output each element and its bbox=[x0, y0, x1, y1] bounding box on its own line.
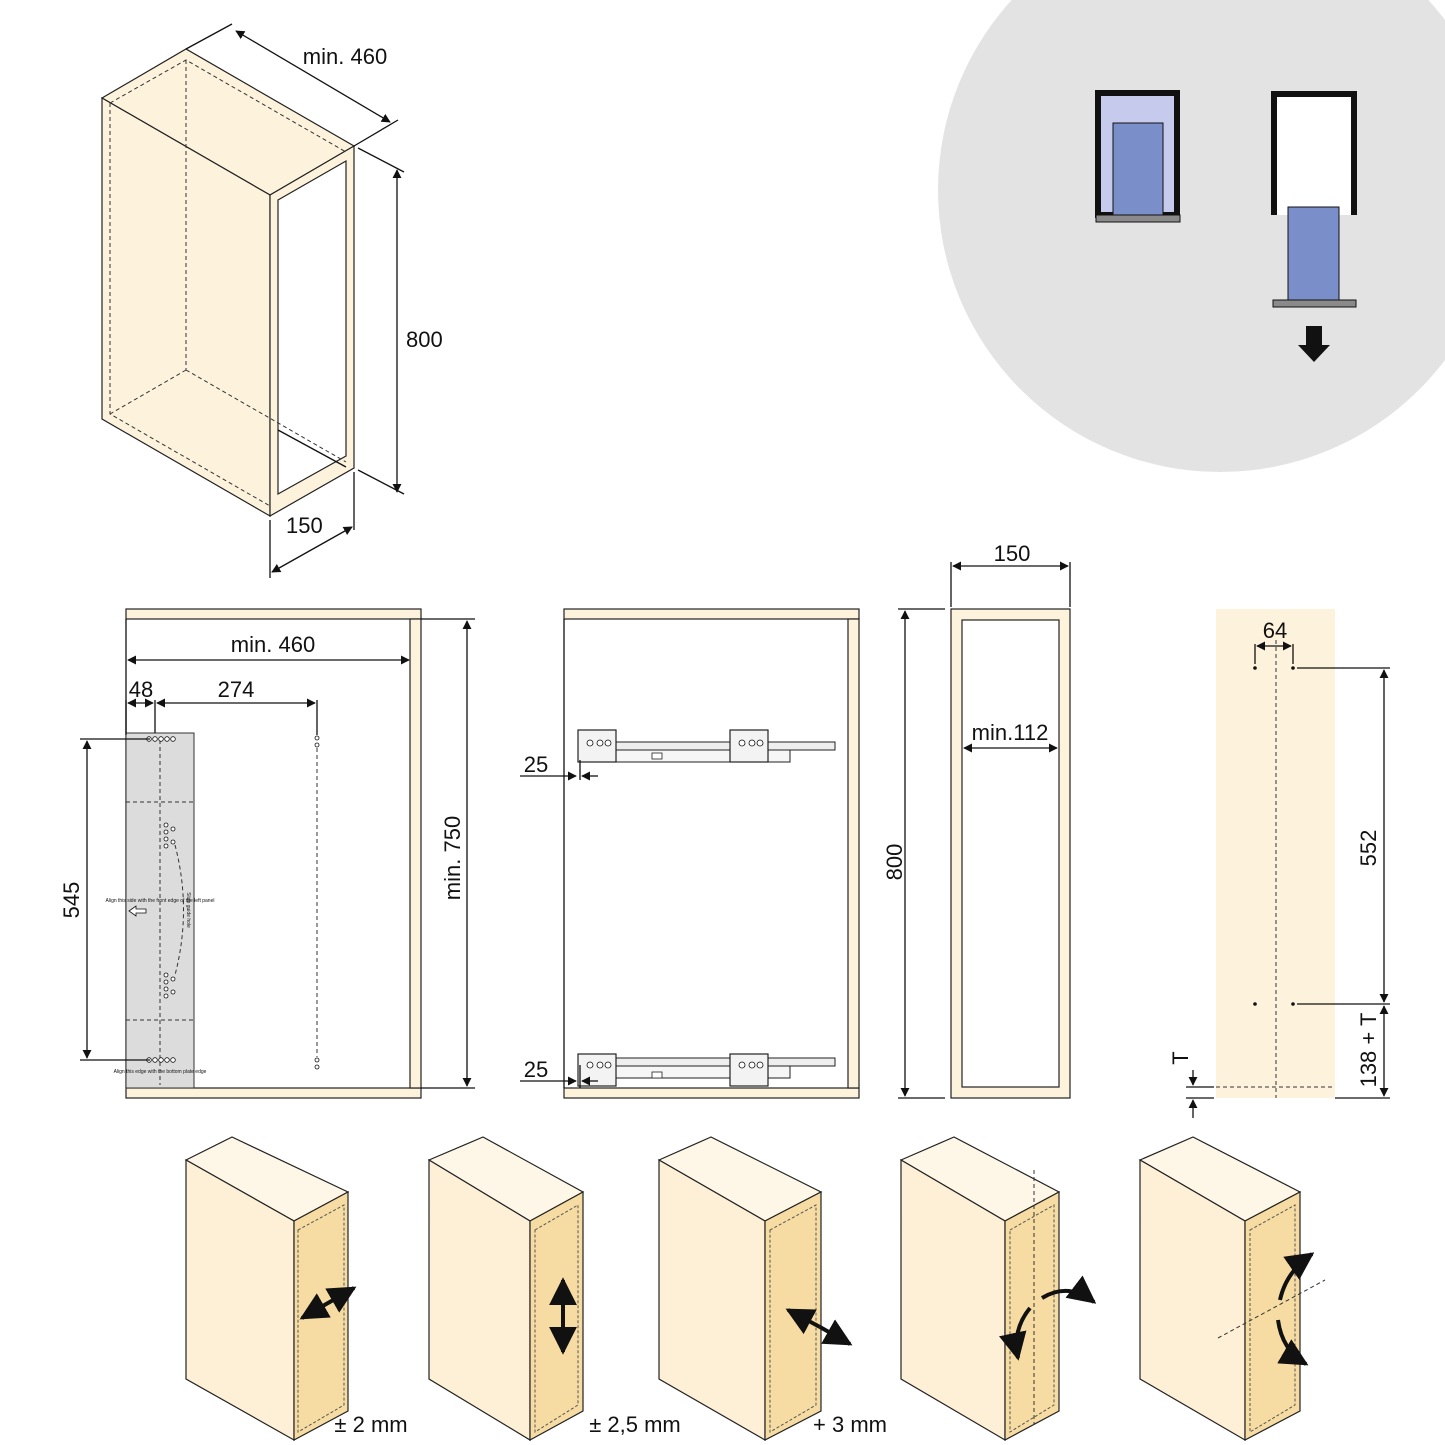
side-spacing-label: 274 bbox=[218, 677, 255, 702]
cabinet-open-icon bbox=[1271, 91, 1357, 362]
side-depth-label: min. 460 bbox=[231, 632, 315, 657]
adjust-vertical: ± 2,5 mm bbox=[427, 1136, 681, 1442]
adjust-lateral-label: ± 2 mm bbox=[334, 1412, 407, 1437]
iso-depth-label: min. 460 bbox=[303, 44, 387, 69]
pullout-illustration bbox=[938, 0, 1445, 472]
panel-bottom-offset-label: 138 + T bbox=[1356, 1013, 1381, 1088]
side-vertical-label: 545 bbox=[59, 882, 84, 919]
iso-height-label: 800 bbox=[406, 327, 443, 352]
background-circle bbox=[938, 0, 1445, 472]
template-text-align-bottom: Align this edge with the bottom plate ed… bbox=[114, 1069, 207, 1075]
adjust-vertical-label: ± 2,5 mm bbox=[589, 1412, 681, 1437]
adjust-tilt bbox=[899, 1136, 1097, 1442]
template-text-align-front: Align this side with the front edge of t… bbox=[106, 898, 215, 904]
front-panel-view: 64 552 138 + T T bbox=[1168, 609, 1390, 1118]
adjust-lateral: ± 2 mm bbox=[184, 1136, 408, 1442]
iso-width-label: 150 bbox=[286, 513, 323, 538]
frame-width-label: 150 bbox=[994, 541, 1031, 566]
panel-vertical-label: 552 bbox=[1356, 830, 1381, 867]
runner-top-offset-label: 25 bbox=[524, 752, 548, 777]
adjust-depth-label: + 3 mm bbox=[813, 1412, 887, 1437]
runner-view: 25 25 800 bbox=[520, 608, 945, 1099]
panel-thickness-label: T bbox=[1168, 1051, 1193, 1064]
runner-height-label: 800 bbox=[882, 844, 907, 881]
iso-cabinet: min. 460 800 150 bbox=[100, 23, 443, 578]
tilt-arrow-icon bbox=[1040, 1275, 1097, 1304]
adjust-depth: + 3 mm bbox=[657, 1136, 887, 1442]
cabinet-closed-icon bbox=[1095, 90, 1181, 223]
arrow-down-icon bbox=[1298, 326, 1330, 362]
rotation-arrow-icon bbox=[1278, 1252, 1315, 1301]
lateral-arrow-icon bbox=[299, 1286, 357, 1320]
depth-arrow-icon bbox=[819, 1319, 853, 1346]
side-panel-view: Align this side with the front edge of t… bbox=[59, 608, 475, 1099]
runner-bottom-offset-label: 25 bbox=[524, 1057, 548, 1082]
side-offset-label: 48 bbox=[129, 677, 153, 702]
side-height-label: min. 750 bbox=[440, 816, 465, 900]
front-frame-view: 150 min.112 bbox=[950, 541, 1071, 1099]
frame-inner-width-label: min.112 bbox=[972, 720, 1049, 745]
template-text-slide-guide: Slide guide hole bbox=[185, 892, 191, 928]
adjust-rotation bbox=[1138, 1136, 1326, 1442]
runner-top bbox=[577, 729, 836, 763]
panel-hole-spacing-label: 64 bbox=[1263, 618, 1287, 643]
runner-bottom bbox=[577, 1053, 836, 1087]
